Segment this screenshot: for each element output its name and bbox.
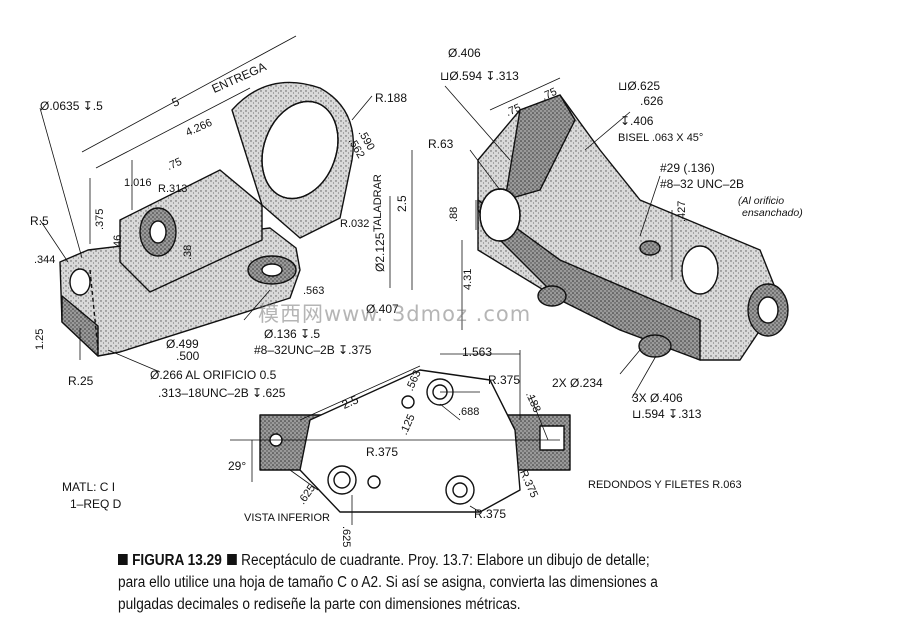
caption-text: Receptáculo de cuadrante. Proy. 13.7: El… <box>118 552 658 613</box>
label-d38: .38 <box>182 244 194 260</box>
label-d427: .427 <box>676 200 688 222</box>
label-alorificio1: (Al orificio <box>738 195 785 207</box>
right-isometric-view <box>477 94 789 361</box>
label-d625: ⊔Ø.625 <box>618 79 661 93</box>
label-d499: Ø.499 <box>166 337 199 351</box>
label-d136: Ø.136 ↧.5 <box>264 327 321 341</box>
label-d125: 1.25 <box>34 328 46 350</box>
label-d266: Ø.266 AL ORIFICIO 0.5 <box>150 368 277 382</box>
label-matl1: MATL: C I <box>62 480 116 494</box>
caption-square-icon-2 <box>227 554 237 565</box>
label-d46: .46 <box>112 234 124 250</box>
label-r5: R.5 <box>30 214 49 228</box>
technical-drawing <box>39 35 789 525</box>
bottom-dimension-lines <box>230 350 560 525</box>
caption-figure-number: FIGURA 13.29 <box>132 552 222 569</box>
watermark: 模西网www. 3dmoz .com <box>258 302 532 326</box>
label-bisel: BISEL .063 X 45° <box>618 132 704 144</box>
label-d688: .688 <box>458 406 480 418</box>
label-d25a: 2.5 <box>395 195 409 212</box>
label-d594a: ⊔Ø.594 ↧.313 <box>440 69 519 83</box>
label-d2125: Ø2.125 <box>373 232 387 272</box>
label-r375a: R.375 <box>488 373 521 387</box>
label-d625c: .625 <box>340 526 352 548</box>
label-d407: Ø.407 <box>366 302 399 316</box>
label-d29: #29 (.136) <box>660 161 715 175</box>
label-d344: .344 <box>34 254 56 266</box>
label-x2: 2X Ø.234 <box>552 376 603 390</box>
label-d832b: #8–32 UNC–2B <box>660 177 745 191</box>
label-d313unc: .313–18UNC–2B ↧.625 <box>158 386 286 400</box>
label-d563a: .563 <box>303 285 325 297</box>
label-d29deg: 29° <box>228 459 247 473</box>
label-d375: .375 <box>94 208 106 230</box>
label-r375b: R.375 <box>366 445 399 459</box>
label-d626: .626 <box>640 94 664 108</box>
label-d88: .88 <box>448 206 460 222</box>
label-r313: R.313 <box>158 183 188 195</box>
label-alorificio2: ensanchado) <box>742 207 803 219</box>
label-d431: 4.31 <box>462 268 474 290</box>
label-redondos: REDONDOS Y FILETES R.063 <box>588 479 742 491</box>
label-d1563: 1.563 <box>462 345 493 359</box>
label-r032: R.032 <box>340 218 370 230</box>
label-r375c: R.375 <box>474 507 507 521</box>
left-dimension-lines <box>39 35 413 373</box>
bottom-view <box>259 369 571 513</box>
label-d0635: Ø.0635 ↧.5 <box>40 99 103 113</box>
label-x3b: ⊔.594 ↧.313 <box>632 407 702 421</box>
label-d500: .500 <box>176 349 200 363</box>
label-taladrar: TALADRAR <box>372 174 384 232</box>
label-d406: Ø.406 <box>448 46 481 60</box>
label-matl2: 1–REQ D <box>70 497 122 511</box>
label-r188: R.188 <box>375 91 408 105</box>
label-d832a: #8–32UNC–2B ↧.375 <box>254 343 372 357</box>
label-vista: VISTA INFERIOR <box>244 512 330 524</box>
label-d1016: 1.016 <box>124 177 152 189</box>
label-r63: R.63 <box>428 137 454 151</box>
left-isometric-view <box>59 81 354 357</box>
caption-square-icon <box>118 554 128 565</box>
label-x3a: 3X Ø.406 <box>632 391 683 405</box>
right-dimension-lines <box>444 77 673 399</box>
label-r25: R.25 <box>68 374 94 388</box>
label-d406b: ↧.406 <box>620 114 654 128</box>
